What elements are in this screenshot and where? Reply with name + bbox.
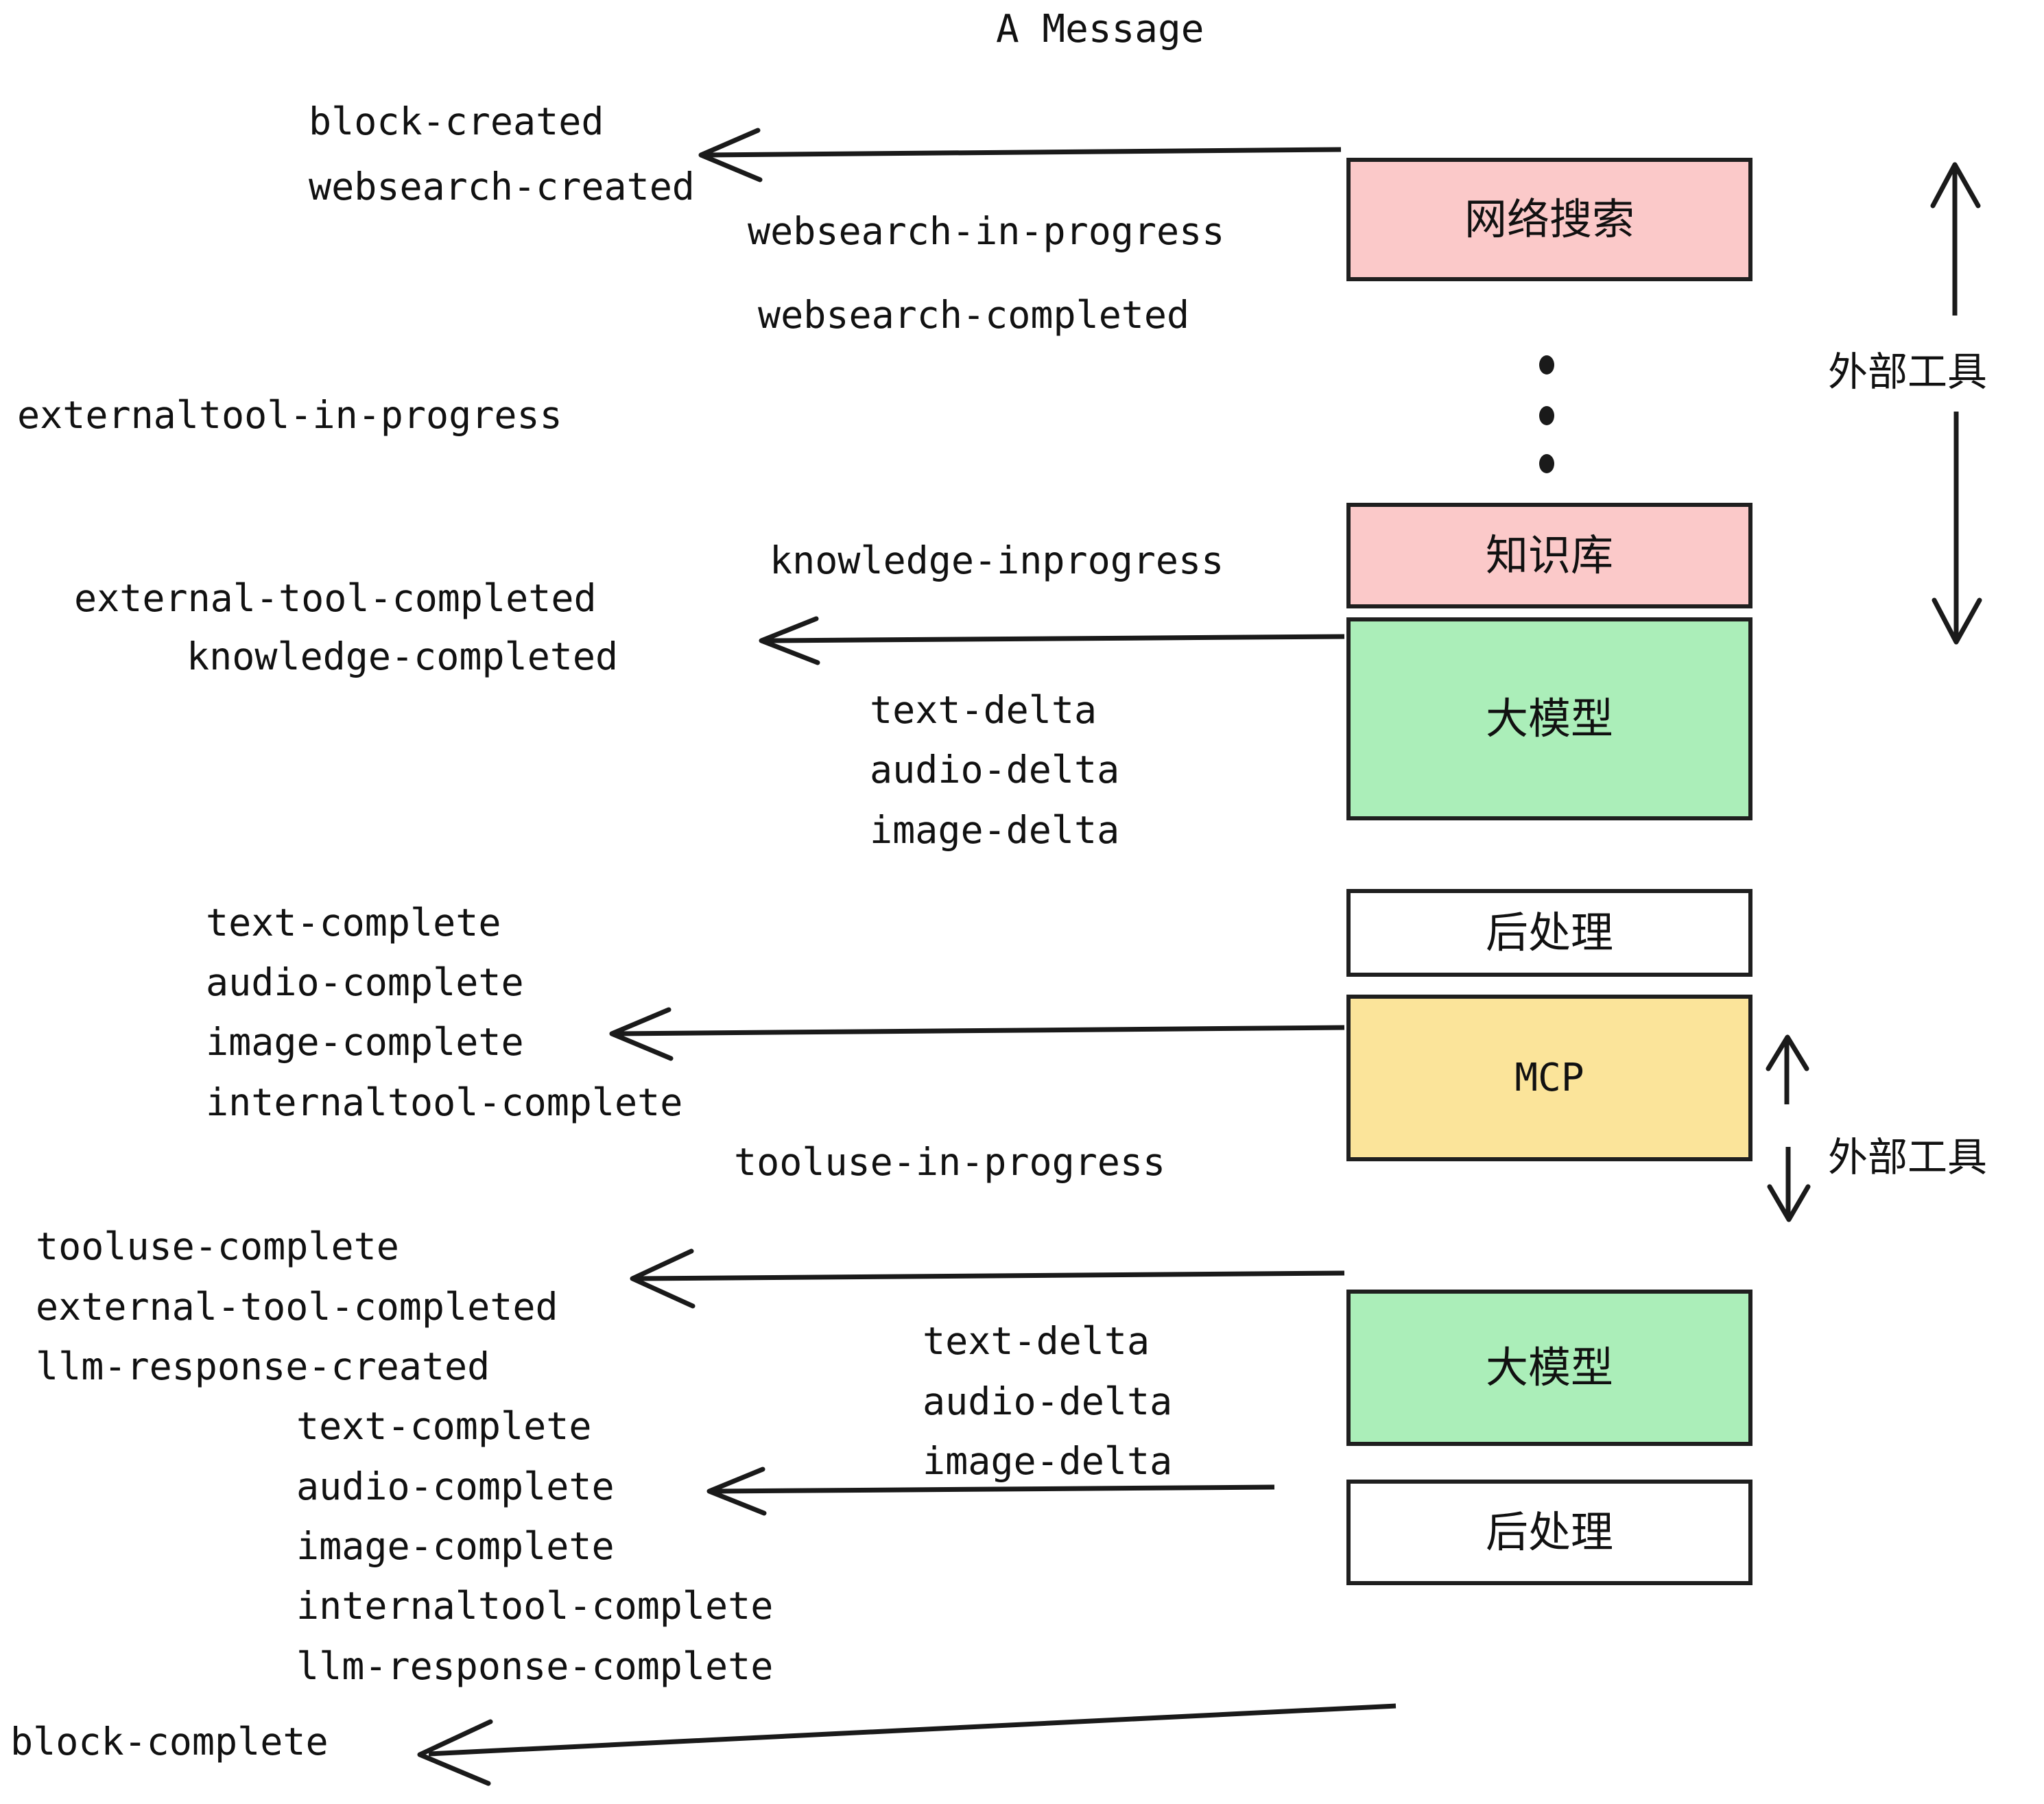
arrow-post2-to-block (417, 1703, 1397, 1786)
side-label-external-tool-bottom: 外部工具 (1828, 1134, 1988, 1180)
side-label-external-tool-top: 外部工具 (1828, 348, 1988, 395)
event-internaltool-complete-2: internaltool-complete (296, 1584, 774, 1628)
event-block-complete: block-complete (10, 1720, 329, 1764)
ellipsis-dot (1539, 406, 1554, 425)
external-tool-range-bottom-arrow (1766, 1034, 1811, 1222)
event-block-created: block-created (309, 99, 604, 143)
event-external-tool-completed-1: external-tool-completed (74, 576, 597, 620)
event-audio-complete-1: audio-complete (206, 960, 524, 1004)
event-tooluse-in-progress: tooluse-in-progress (734, 1140, 1166, 1184)
node-llm-first[interactable]: 大模型 (1346, 617, 1752, 820)
event-audio-complete-2: audio-complete (296, 1464, 615, 1508)
event-text-delta-1: text-delta (870, 688, 1097, 732)
diagram-title: A Message (996, 7, 1204, 51)
arrow-websearch-to-block (698, 128, 1342, 182)
ellipsis-dot (1539, 454, 1554, 473)
node-websearch-label: 网络搜索 (1464, 194, 1635, 244)
event-audio-delta-2: audio-delta (923, 1379, 1173, 1423)
node-mcp[interactable]: MCP (1346, 995, 1752, 1161)
event-external-tool-completed-2: external-tool-completed (36, 1285, 558, 1329)
node-knowledge[interactable]: 知识库 (1346, 503, 1752, 608)
event-llm-response-created: llm-response-created (36, 1344, 490, 1388)
node-llm-second[interactable]: 大模型 (1346, 1290, 1752, 1446)
external-tool-range-top-arrow (1930, 162, 1982, 645)
event-text-complete-1: text-complete (206, 901, 501, 945)
event-image-delta-1: image-delta (870, 808, 1120, 852)
event-audio-delta-1: audio-delta (870, 748, 1120, 792)
event-tooluse-complete: tooluse-complete (36, 1224, 399, 1268)
event-knowledge-inprogress: knowledge-inprogress (770, 538, 1224, 582)
arrow-mcp-to-image-complete (609, 1007, 1345, 1061)
arrow-mcp-to-tooluse (630, 1248, 1345, 1309)
node-postprocess-first[interactable]: 后处理 (1346, 889, 1752, 977)
event-image-delta-2: image-delta (923, 1439, 1173, 1483)
event-text-complete-2: text-complete (296, 1404, 592, 1448)
ellipsis-dot (1539, 355, 1554, 375)
event-websearch-in-progress: websearch-in-progress (748, 209, 1225, 253)
event-websearch-created: websearch-created (309, 165, 695, 209)
arrow-knowledge-to-events (759, 616, 1345, 665)
node-llm-first-label: 大模型 (1485, 693, 1613, 744)
node-postprocess-first-label: 后处理 (1485, 907, 1613, 958)
event-externaltool-in-progress: externaltool-in-progress (17, 393, 562, 437)
event-image-complete-2: image-complete (296, 1524, 615, 1568)
node-postprocess-second-label: 后处理 (1485, 1507, 1613, 1557)
node-websearch[interactable]: 网络搜索 (1346, 158, 1752, 281)
node-mcp-label: MCP (1514, 1055, 1584, 1100)
event-llm-response-complete: llm-response-complete (296, 1644, 774, 1688)
event-internaltool-complete-1: internaltool-complete (206, 1080, 683, 1124)
node-llm-second-label: 大模型 (1485, 1342, 1613, 1392)
event-websearch-completed: websearch-completed (758, 293, 1190, 337)
event-image-complete-1: image-complete (206, 1020, 524, 1064)
node-knowledge-label: 知识库 (1485, 530, 1613, 580)
event-text-delta-2: text-delta (923, 1319, 1150, 1363)
node-postprocess-second[interactable]: 后处理 (1346, 1480, 1752, 1585)
event-knowledge-completed: knowledge-completed (187, 634, 619, 678)
